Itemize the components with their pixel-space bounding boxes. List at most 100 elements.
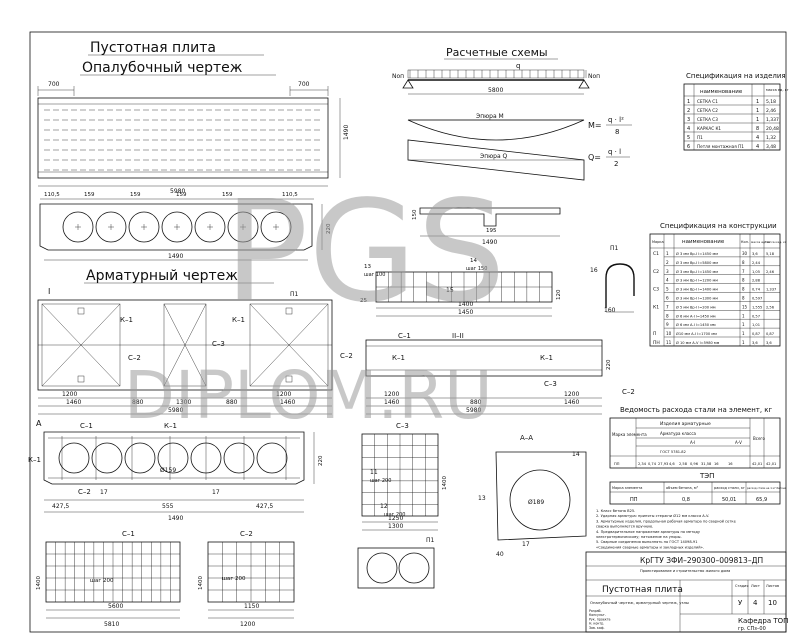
svg-text:шаг 150: шаг 150 — [466, 266, 487, 272]
svg-text:К–1: К–1 — [232, 316, 245, 324]
dim-end-left: 700 — [48, 81, 60, 88]
svg-text:С–2: С–2 — [128, 354, 141, 362]
spec-struct-qty: 15 — [742, 304, 748, 309]
svg-text:2: 2 — [614, 160, 618, 168]
svg-text:Q=: Q= — [588, 153, 601, 162]
svg-text:Всего: Всего — [753, 436, 766, 441]
svg-text:шаг 100: шаг 100 — [364, 272, 385, 278]
spec-struct-qty: 8 — [742, 260, 745, 265]
stamp-stage: У — [738, 599, 743, 607]
svg-text:1400: 1400 — [458, 301, 473, 308]
svg-text:195: 195 — [486, 228, 497, 234]
stamp-code: КрГТУ ЗФИ–290300–009813–ДП — [640, 556, 763, 565]
spec-struct-pos: 8 — [666, 313, 669, 318]
svg-text:159: 159 — [130, 192, 141, 198]
spec-struct-mass: 1,01 — [752, 323, 760, 327]
spec-struct-mark: К1 — [653, 304, 659, 310]
note-line: 5. Сварные соединения выполнять по ГОСТ … — [596, 540, 698, 544]
svg-text:5980: 5980 — [466, 407, 481, 414]
spec-item-pos: 5 — [687, 135, 690, 141]
svg-text:Изделия арматурные: Изделия арматурные — [660, 421, 711, 427]
void-circle — [227, 211, 259, 243]
note-line: электротермическому; натяжение на упоры. — [596, 535, 682, 539]
spec-struct-total: 0,87 — [766, 332, 774, 336]
frame-k1: 13 шаг 100 14 шаг 150 15 1400 1450 25 12… — [360, 258, 562, 317]
svg-text:25: 25 — [360, 298, 367, 304]
steel-cell: 42,01 — [752, 462, 762, 466]
spec-struct-name: Ø 5 мм Вр-I l=200 мм — [676, 304, 716, 309]
spec-item-pos: 3 — [687, 117, 690, 123]
stamp-role: Зав. каф. — [589, 626, 605, 630]
svg-text:1200: 1200 — [62, 391, 77, 398]
svg-text:шаг 200: шаг 200 — [384, 512, 405, 518]
svg-text:0,8: 0,8 — [682, 497, 690, 503]
svg-text:1460: 1460 — [280, 399, 295, 406]
svg-text:110,5: 110,5 — [282, 192, 298, 198]
svg-text:1460: 1460 — [66, 399, 81, 406]
spec-struct-name: Ø 3 мм Вр-I l=1450 мм — [676, 251, 718, 256]
note-line: сварка выполняется вручную. — [596, 525, 653, 529]
svg-text:1250: 1250 — [388, 515, 403, 522]
spec-item-mass: 1,337 — [766, 117, 779, 123]
loop-p1-label: П1 — [610, 245, 619, 252]
void-circle — [58, 442, 90, 474]
title-spec-struct: Спецификация на конструкции — [660, 222, 777, 230]
svg-text:шаг 200: шаг 200 — [370, 478, 391, 484]
svg-text:17: 17 — [100, 489, 108, 496]
svg-text:наименование: наименование — [700, 89, 743, 95]
spec-item-mass: 20,48 — [766, 126, 779, 132]
spec-struct-name: Ø 3 мм Вр-I l=1300 мм — [676, 296, 718, 301]
void-circle — [124, 442, 156, 474]
title-spec-item: Спецификация на изделия — [686, 72, 786, 80]
void-circle — [256, 442, 288, 474]
svg-text:120: 120 — [556, 289, 562, 300]
svg-text:ПП: ПП — [630, 497, 638, 503]
title-block: КрГТУ ЗФИ–290300–009813–ДП Проектировани… — [585, 551, 788, 633]
svg-text:220: 220 — [606, 359, 612, 370]
spec-struct-pos: 1 — [666, 251, 669, 256]
spec-item-name: П1 — [697, 135, 703, 140]
stamp-project: Проектирование и строительство жилого до… — [640, 569, 730, 573]
steel-cell: ПП — [614, 462, 620, 466]
spec-struct-qty: 30 — [742, 251, 748, 256]
void-circle — [194, 211, 226, 243]
spec-struct-pos: 10 — [666, 331, 672, 336]
stamp-name: Пустотная плита — [602, 585, 683, 595]
svg-text:50,01: 50,01 — [722, 497, 736, 503]
spec-struct-mass: 1,05 — [752, 270, 760, 274]
svg-text:11: 11 — [370, 469, 378, 476]
spec-item-pos: 6 — [687, 144, 690, 150]
spec-item-pos: 1 — [687, 99, 690, 105]
spec-item-qty: 4 — [756, 144, 759, 150]
section-mark-1: I — [48, 287, 50, 296]
mesh-c3-label: С–3 — [396, 422, 409, 430]
slab-plan: 700 700 5980 1490 — [37, 81, 350, 195]
steel-cell: 16 — [728, 462, 733, 466]
svg-text:13: 13 — [478, 495, 486, 502]
stamp-role: Разраб. — [589, 609, 602, 613]
node-detail-a: Ø189 14 13 17 40 — [478, 451, 587, 558]
steel-cell: 31,58 — [701, 462, 712, 466]
svg-text:1200: 1200 — [276, 391, 291, 398]
dim-slab-width: 1490 — [343, 125, 350, 140]
spec-struct-mass: 0,87 — [752, 332, 760, 336]
svg-text:14: 14 — [470, 258, 477, 264]
rebar-section: С–1 К–1 К–1 С–2 Ø159 17 17 427,5 555 427… — [28, 422, 324, 522]
svg-text:А-V: А-V — [735, 440, 742, 445]
svg-text:Кол.: Кол. — [741, 240, 749, 244]
svg-text:1450: 1450 — [458, 309, 473, 316]
mesh-c1: шаг 200 5600 5810 1400 — [36, 541, 181, 628]
spec-struct-mass: 0,74 — [752, 288, 761, 292]
svg-text:220: 220 — [318, 455, 324, 466]
svg-text:110,5: 110,5 — [44, 192, 60, 198]
title-tep: ТЭП — [699, 472, 714, 480]
svg-text:С–1: С–1 — [398, 332, 411, 340]
spec-item-qty: 1 — [756, 117, 759, 123]
svg-text:К–1: К–1 — [540, 354, 553, 362]
spec-struct-name: Ø 10 мм А-V l=5980 мм — [676, 340, 720, 345]
svg-text:555: 555 — [162, 503, 174, 510]
spec-struct-mass: 2,44 — [752, 261, 761, 265]
svg-text:159: 159 — [176, 192, 187, 198]
svg-text:q · l: q · l — [608, 148, 621, 156]
svg-text:159: 159 — [222, 192, 233, 198]
